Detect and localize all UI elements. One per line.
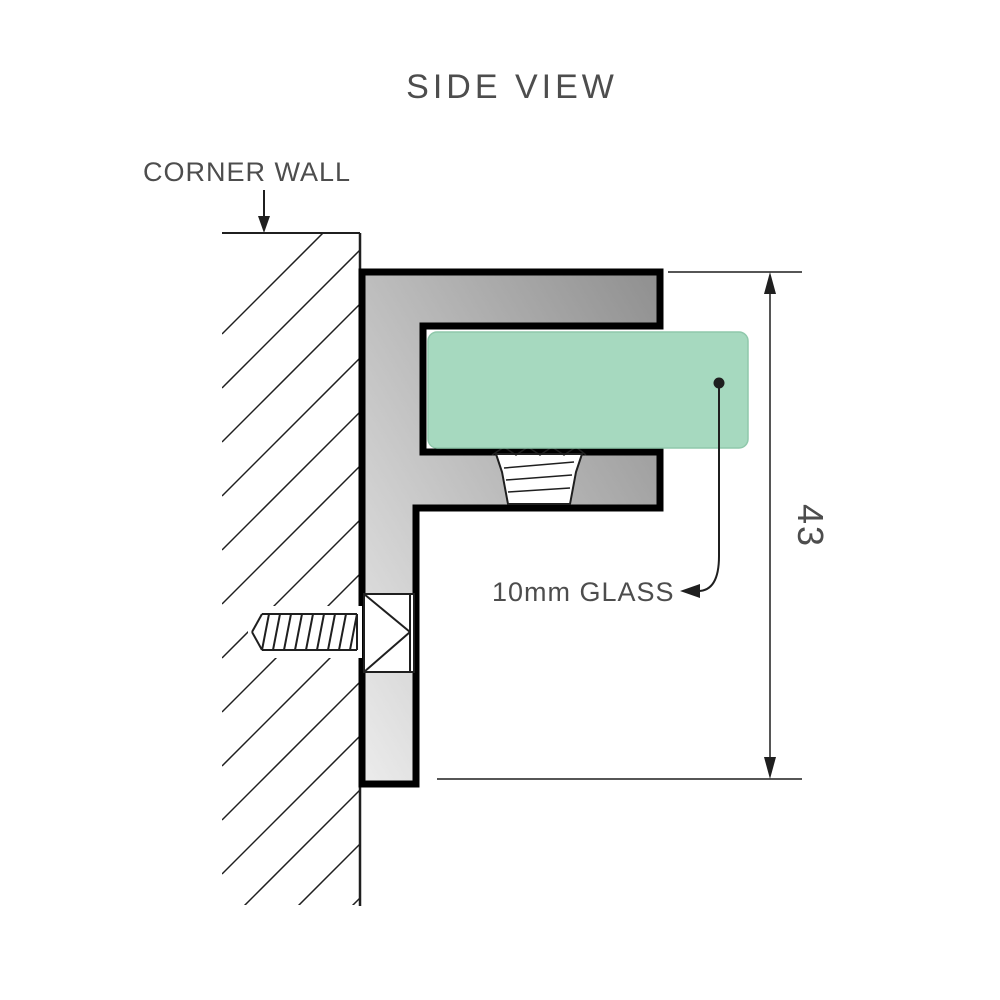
bracket-profile (358, 268, 664, 788)
dimension-arrow-bottom (764, 757, 776, 779)
dimension-43 (437, 271, 802, 780)
screw-threads (251, 613, 358, 651)
glass-panel (427, 331, 749, 449)
clamp-gasket (491, 446, 587, 505)
dimension-arrow-top (764, 272, 776, 294)
screw-head (363, 593, 415, 673)
glass-label: 10mm GLASS (492, 577, 675, 607)
dimension-label: 43 (790, 504, 831, 548)
glass-leader-dot (713, 377, 725, 389)
glass-leader-line (697, 388, 720, 592)
glass-leader-arrowhead (680, 584, 700, 598)
corner-wall-label: CORNER WALL (143, 157, 351, 187)
glass-leader (680, 377, 725, 598)
wall-hatching (222, 233, 360, 905)
page-title: SIDE VIEW (406, 68, 618, 106)
corner-wall-pointer-arrow (258, 190, 270, 233)
wall-screw (248, 593, 415, 673)
